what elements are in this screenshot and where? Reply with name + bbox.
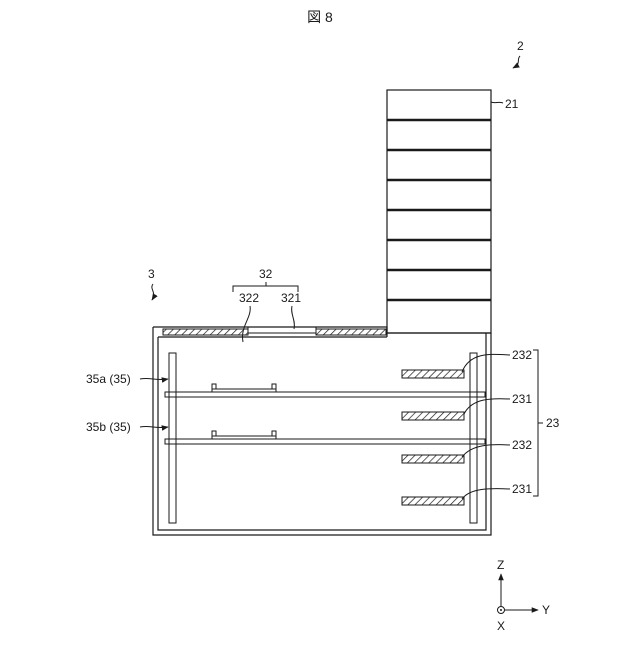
label-ref-32: 32 [259, 267, 273, 281]
axis-label-x: X [497, 619, 505, 633]
label-ref-321: 321 [281, 291, 301, 305]
leader-ref-35a [140, 378, 168, 379]
left-post [169, 353, 176, 523]
axis-label-y: Y [542, 603, 550, 617]
brace-ref-23 [533, 350, 543, 496]
label-ref-35a: 35a (35) [86, 372, 131, 386]
label-ref-322: 322 [239, 291, 259, 305]
rail-35b [165, 431, 485, 444]
label-ref-2: 2 [517, 39, 524, 53]
label-ref-23: 23 [546, 416, 560, 430]
label-ref-232-bottom: 232 [512, 438, 532, 452]
plate-232-bottom [402, 455, 464, 463]
axis-indicator [498, 574, 539, 614]
top-wall-hatched-left [163, 329, 248, 335]
leader-ref-2 [513, 56, 520, 68]
plate-231-bottom [402, 497, 464, 505]
top-wall-hatched-right [316, 329, 386, 335]
window-321 [248, 327, 316, 333]
plate-232-top [402, 370, 464, 378]
leader-ref-21 [491, 102, 503, 103]
leader-ref-231-top [464, 399, 510, 414]
leader-ref-321 [292, 306, 295, 329]
tower-shelves [387, 120, 491, 300]
label-ref-231-bottom: 231 [512, 482, 532, 496]
label-ref-232-top: 232 [512, 348, 532, 362]
label-ref-21: 21 [505, 97, 519, 111]
label-ref-3: 3 [148, 267, 155, 281]
right-post [470, 353, 477, 523]
leader-ref-3 [152, 284, 154, 300]
plate-231-top [402, 412, 464, 420]
figure-title: 図 8 [307, 9, 333, 25]
axis-label-z: Z [497, 558, 504, 572]
label-ref-35b: 35b (35) [86, 420, 131, 434]
rail-35a [165, 384, 485, 397]
tower-21 [387, 90, 491, 333]
leader-ref-35b [140, 426, 168, 427]
label-ref-231-top: 231 [512, 392, 532, 406]
